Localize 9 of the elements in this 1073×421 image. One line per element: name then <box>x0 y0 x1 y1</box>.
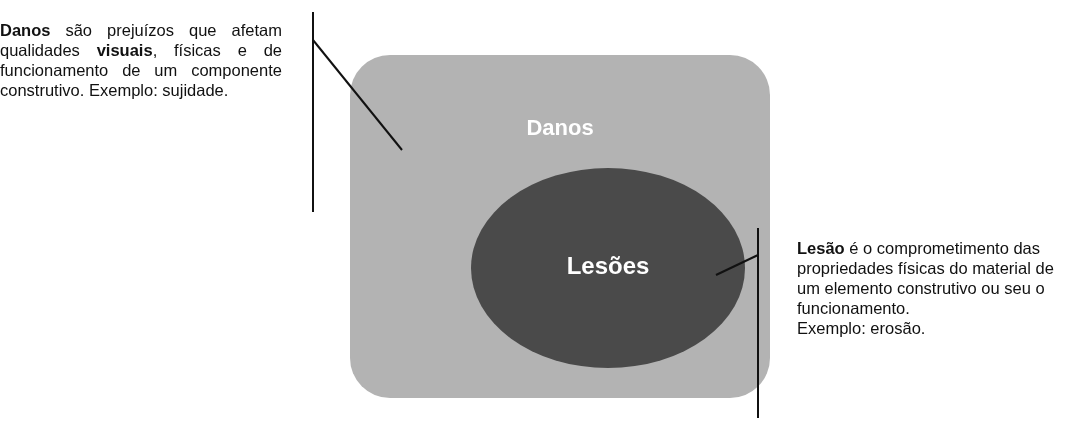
region-title: Danos <box>526 115 594 141</box>
rounded-box <box>350 55 770 398</box>
note-text: Exemplo: erosão. <box>797 318 927 338</box>
region-title: Lesões <box>566 252 650 280</box>
leader-line <box>312 39 403 151</box>
note-text: Danos são prejuízos que afetam qualidades visuais, físicas e de funcionamento de um componente construtivo. Exemplo: sujidade. <box>0 20 282 100</box>
note-text: Lesão é o comprometimento das propriedades físicas do material de um elemento construtivo ou seu o funcionamento. <box>797 238 1055 318</box>
bracketed-note <box>0 12 314 212</box>
leader-line <box>715 254 759 276</box>
